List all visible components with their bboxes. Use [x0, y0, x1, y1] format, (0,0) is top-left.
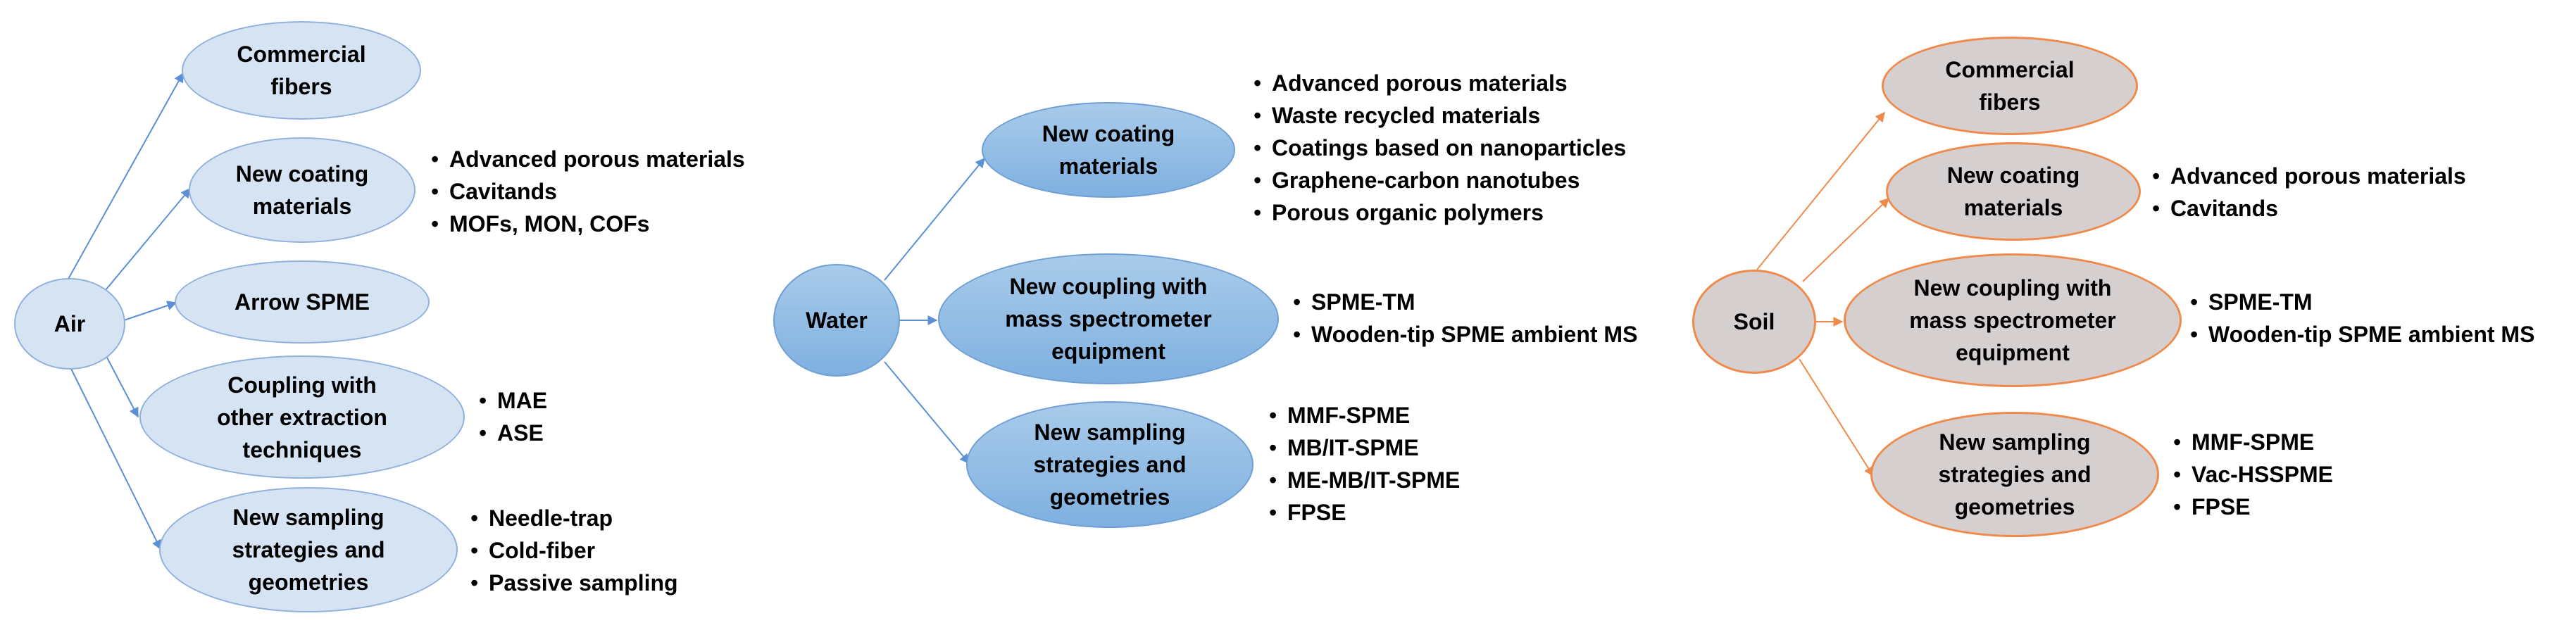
bullet-item: ASE: [479, 417, 547, 449]
bullet-item: Vac-HSSPME: [2173, 458, 2333, 491]
bullet-item: MB/IT-SPME: [1269, 431, 1460, 464]
soil-sampling-bullets: MMF-SPME Vac-HSSPME FPSE: [2173, 426, 2333, 523]
water-edge-new-coating: [884, 157, 985, 281]
bullet-item: Porous organic polymers: [1253, 196, 1626, 229]
water-sampling-bullets: MMF-SPME MB/IT-SPME ME-MB/IT-SPME FPSE: [1269, 399, 1460, 529]
air-coating-bullets: Advanced porous materials Cavitands MOFs…: [431, 143, 745, 240]
water-node-new-coupling-ms: New coupling with mass spectrometer equi…: [938, 253, 1279, 384]
bullet-item: ME-MB/IT-SPME: [1269, 464, 1460, 496]
air-edge-coupling: [106, 357, 139, 418]
water-root-node: Water: [773, 264, 900, 377]
bullet-item: Advanced porous materials: [2152, 160, 2466, 192]
water-coating-bullets: Advanced porous materials Waste recycled…: [1253, 67, 1626, 229]
bullet-item: Coatings based on nanoparticles: [1253, 132, 1626, 164]
air-edge-arrow-spme: [123, 301, 177, 321]
air-node-new-coating-materials: New coating materials: [189, 137, 415, 243]
water-coupling-bullets: SPME-TM Wooden-tip SPME ambient MS: [1293, 286, 1637, 351]
water-node-new-coating-materials: New coating materials: [982, 102, 1235, 198]
bullet-item: SPME-TM: [1293, 286, 1637, 318]
bullet-item: FPSE: [1269, 496, 1460, 529]
soil-edge-new-sampling: [1799, 358, 1874, 477]
soil-edge-commercial-fibers: [1756, 111, 1885, 270]
water-edge-new-sampling: [884, 361, 970, 465]
bullet-item: FPSE: [2173, 491, 2333, 523]
bullet-item: MMF-SPME: [1269, 399, 1460, 431]
air-node-coupling-extraction: Coupling with other extraction technique…: [139, 355, 465, 479]
air-node-commercial-fibers: Commercial fibers: [182, 21, 421, 120]
air-node-arrow-spme: Arrow SPME: [175, 260, 430, 344]
bullet-item: MAE: [479, 384, 547, 417]
air-node-new-sampling: New sampling strategies and geometries: [159, 487, 458, 612]
bullet-item: Needle-trap: [470, 502, 678, 534]
air-edge-new-coating: [105, 187, 191, 291]
air-edge-commercial-fibers: [67, 72, 184, 281]
air-sampling-bullets: Needle-trap Cold-fiber Passive sampling: [470, 502, 678, 599]
bullet-item: SPME-TM: [2190, 286, 2534, 318]
bullet-item: Graphene-carbon nanotubes: [1253, 164, 1626, 196]
bullet-item: Passive sampling: [470, 567, 678, 599]
bullet-item: Cavitands: [431, 175, 745, 208]
bullet-item: Cold-fiber: [470, 534, 678, 567]
soil-edge-new-coating: [1802, 198, 1890, 282]
water-node-new-sampling: New sampling strategies and geometries: [966, 401, 1253, 528]
soil-node-new-coating-materials: New coating materials: [1886, 142, 2141, 241]
soil-coupling-bullets: SPME-TM Wooden-tip SPME ambient MS: [2190, 286, 2534, 351]
soil-node-commercial-fibers: Commercial fibers: [1882, 37, 2138, 135]
bullet-item: Advanced porous materials: [1253, 67, 1626, 99]
bullet-item: Advanced porous materials: [431, 143, 745, 175]
air-edge-new-sampling: [70, 367, 161, 550]
bullet-item: Wooden-tip SPME ambient MS: [1293, 318, 1637, 351]
air-coupling-bullets: MAE ASE: [479, 384, 547, 449]
bullet-item: Wooden-tip SPME ambient MS: [2190, 318, 2534, 351]
soil-coating-bullets: Advanced porous materials Cavitands: [2152, 160, 2466, 225]
soil-node-new-sampling: New sampling strategies and geometries: [1870, 412, 2159, 537]
bullet-item: MOFs, MON, COFs: [431, 208, 745, 240]
bullet-item: Cavitands: [2152, 192, 2466, 225]
soil-root-node: Soil: [1692, 270, 1816, 374]
soil-node-new-coupling-ms: New coupling with mass spectrometer equi…: [1844, 253, 2182, 387]
bullet-item: MMF-SPME: [2173, 426, 2333, 458]
bullet-item: Waste recycled materials: [1253, 99, 1626, 132]
air-root-node: Air: [14, 278, 125, 370]
